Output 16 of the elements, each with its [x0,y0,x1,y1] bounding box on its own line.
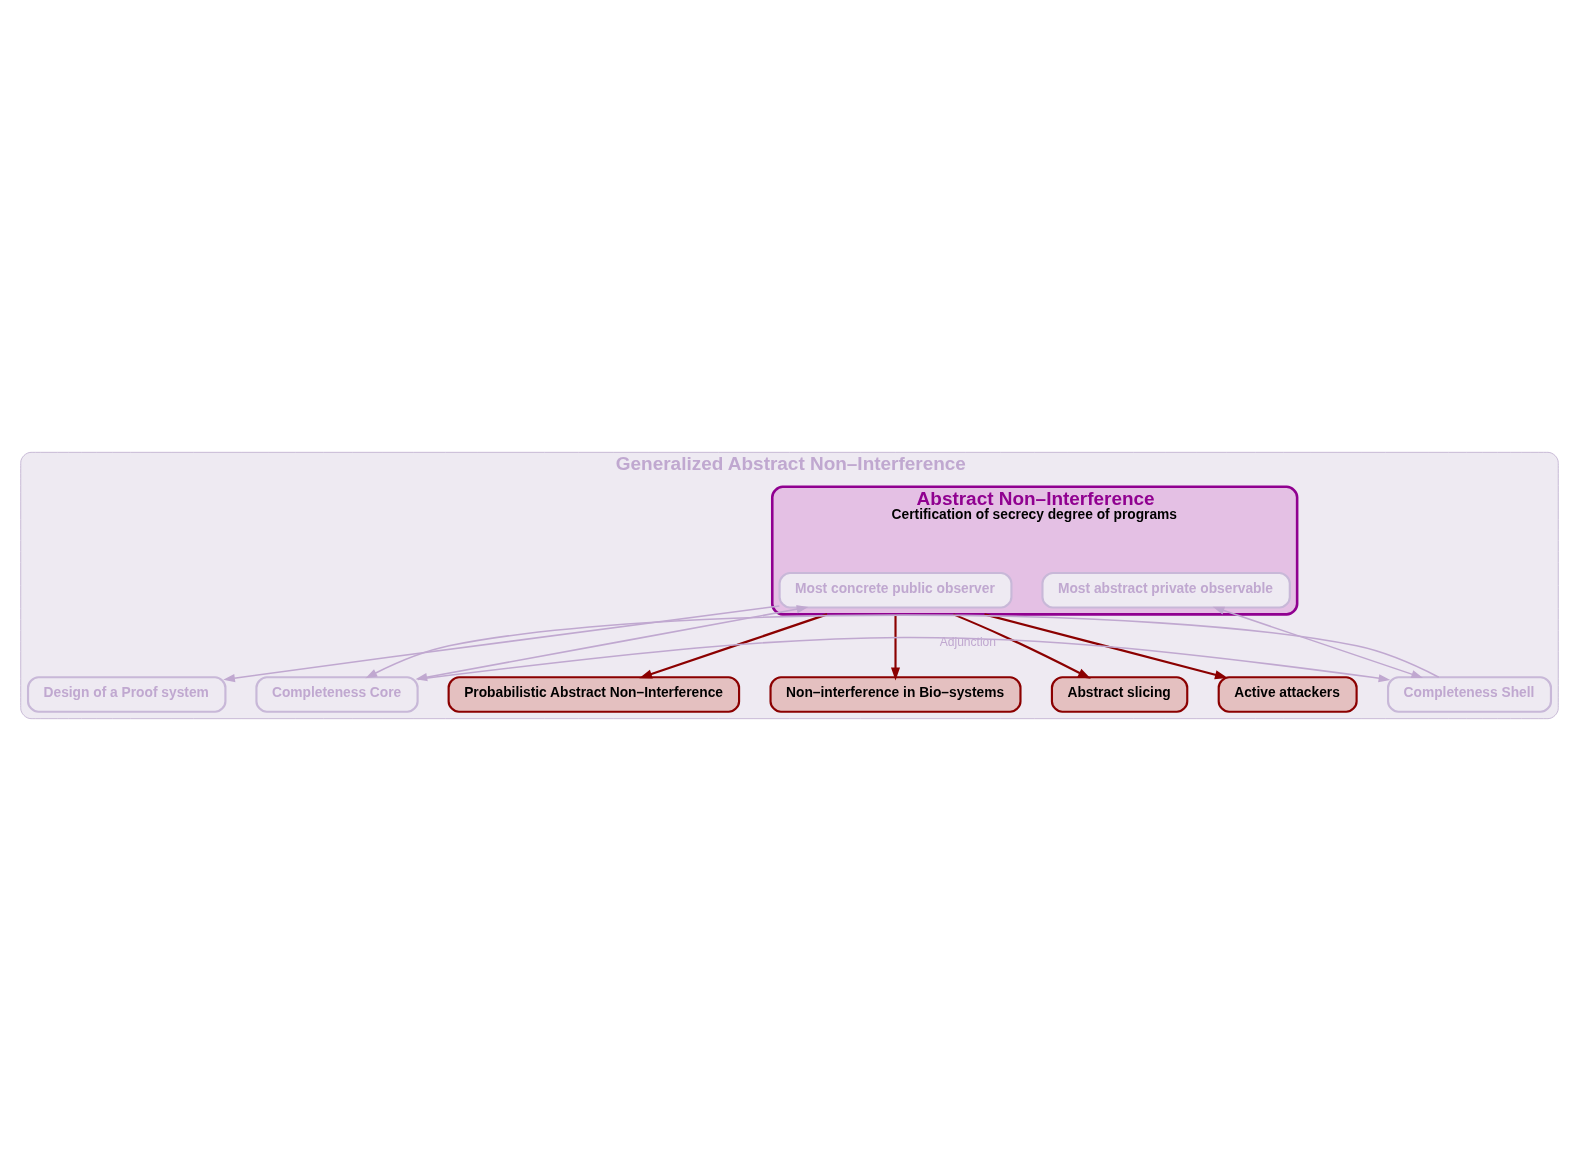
node-box: Most abstract private observable [1041,571,1291,609]
edge-label: Adjunction [939,634,997,649]
node-box: Active attackers [1217,675,1358,713]
node-box: Non–interference in Bio–systems [769,675,1022,713]
node-box: Completeness Core [255,675,419,713]
arrow [984,612,1228,679]
arrow [953,612,1091,679]
arrow [365,613,1440,678]
node-box: Most concrete public observer [778,571,1013,609]
arrow [1212,606,1424,678]
node-box: Design of a Proof system [26,675,227,713]
node-box: Abstract slicing [1050,675,1189,713]
node-box: Probabilistic Abstract Non–Interference [447,675,741,713]
arrow [890,613,901,680]
node-box: Completeness Shell [1387,675,1553,713]
arrow [639,612,828,678]
